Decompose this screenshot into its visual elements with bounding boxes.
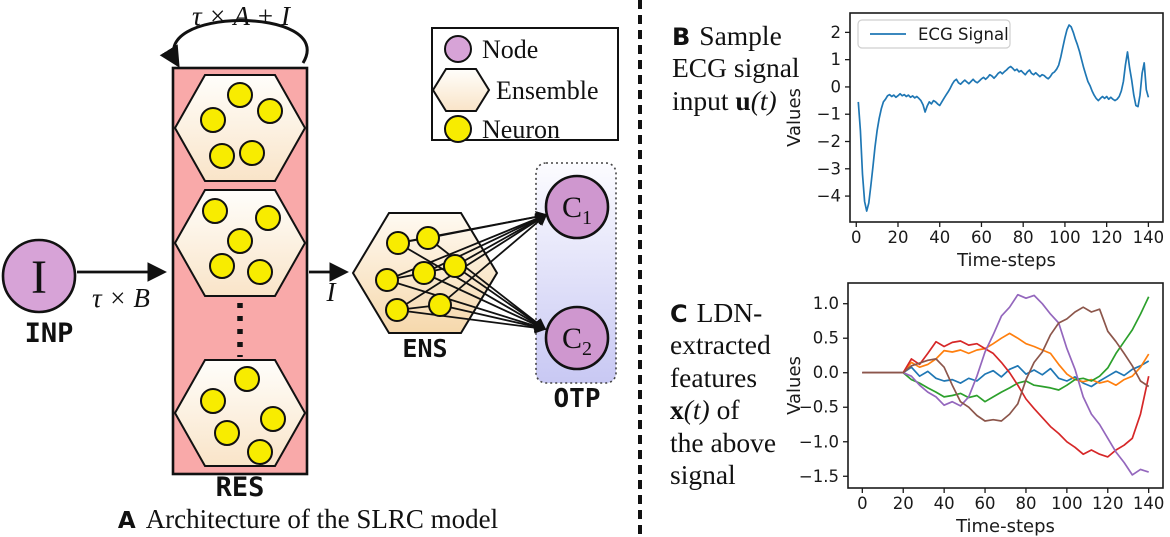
y-axis-label: Values	[784, 88, 805, 147]
neuron	[257, 98, 283, 124]
x-axis-label: Time-steps	[955, 516, 1055, 537]
identity-label: I	[326, 277, 338, 307]
panel-c-letter: C	[670, 300, 688, 328]
inp-node	[1, 238, 77, 314]
legend-node-icon	[444, 35, 472, 63]
neuron	[209, 253, 235, 279]
neuron	[386, 231, 410, 255]
series-feature-4	[862, 340, 1150, 458]
series-feature-6	[862, 306, 1150, 422]
neuron	[428, 293, 452, 317]
x-tick-label: 60	[975, 494, 996, 513]
legend-neuron-label: Neuron	[482, 115, 560, 144]
neuron	[416, 226, 440, 250]
neuron	[227, 228, 253, 254]
series-feature-5	[862, 293, 1149, 476]
panel-b-letter: B	[672, 23, 691, 51]
x-tick-label: 0	[851, 228, 862, 247]
neuron	[239, 140, 265, 166]
neuron	[247, 259, 273, 285]
y-tick-label: 2	[831, 23, 842, 42]
y-tick-label: −2	[817, 132, 841, 151]
neuron	[385, 298, 409, 322]
legend-ensemble-label: Ensemble	[496, 76, 599, 105]
legend-neuron-icon	[444, 115, 472, 143]
neuron	[227, 82, 253, 108]
inp-label: INP	[25, 318, 74, 349]
y-tick-label: −1.0	[799, 432, 839, 451]
c1-label: C1	[562, 191, 592, 229]
y-tick-label: −3	[817, 159, 841, 178]
x-tick-label: 60	[971, 228, 992, 247]
neuron	[412, 261, 436, 285]
recurrent-weight-label: τ × A + I	[192, 1, 292, 31]
series-feature-3	[862, 296, 1150, 403]
y-tick-label: −1	[817, 105, 841, 124]
x-tick-label: 40	[929, 228, 950, 247]
x-tick-label: 100	[1049, 228, 1081, 247]
c2-node	[544, 305, 610, 371]
ldn-features-plot: 0 20 40 60 80 100 120 140 1.0 0.5 0.0 −0.5 −1.0 −1.5T…	[784, 282, 1165, 537]
neuron	[200, 107, 226, 133]
x-tick-label: 80	[1015, 494, 1036, 513]
y-tick-label: −4	[817, 187, 841, 206]
x-tick-label: 80	[1013, 228, 1034, 247]
neuron	[209, 143, 235, 169]
neuron	[200, 388, 226, 414]
c1-node	[544, 174, 610, 240]
neuron	[202, 198, 228, 224]
ens-label: ENS	[402, 334, 447, 363]
x-tick-label: 140	[1133, 228, 1165, 247]
x-tick-label: 100	[1051, 494, 1083, 513]
y-tick-label: −0.5	[799, 398, 839, 417]
y-tick-label: 0.0	[813, 363, 839, 382]
x-tick-label: 20	[893, 494, 914, 513]
y-tick-label: 0	[831, 77, 842, 96]
neuron	[214, 420, 240, 446]
neuron	[375, 268, 399, 292]
recurrent-loop-arrow	[159, 19, 309, 68]
neuron	[255, 205, 281, 231]
series-ecg-signal	[857, 24, 1150, 212]
res-label: RES	[216, 472, 265, 503]
x-tick-label: 20	[887, 228, 908, 247]
y-tick-label: 0.5	[813, 329, 839, 348]
panel-divider	[638, 0, 642, 537]
neuron	[260, 406, 286, 432]
inp-symbol: I	[31, 251, 47, 304]
x-tick-label: 120	[1091, 228, 1123, 247]
y-tick-label: −1.5	[799, 467, 839, 486]
otp-label: OTP	[554, 384, 601, 414]
legend-box	[857, 19, 1011, 49]
x-tick-label: 40	[934, 494, 955, 513]
x-tick-label: 0	[857, 494, 868, 513]
ensemble-hexagon	[173, 359, 307, 467]
c2-label: C2	[562, 322, 592, 360]
legend-ensemble-icon	[431, 68, 491, 112]
legend-label: ECG Signal	[918, 25, 1009, 44]
series-feature-2	[862, 332, 1150, 387]
x-axis-label: Time-steps	[956, 250, 1056, 270]
y-axis-label: Values	[784, 356, 805, 415]
neuron	[234, 366, 260, 392]
series-feature-1	[862, 360, 1150, 388]
legend-node-label: Node	[482, 35, 538, 64]
x-tick-label: 120	[1092, 494, 1124, 513]
y-tick-label: 1	[831, 50, 842, 69]
plot-area	[847, 282, 1164, 489]
y-tick-label: 1.0	[813, 294, 839, 313]
input-weight-label: τ × B	[92, 283, 150, 313]
x-tick-label: 140	[1133, 494, 1165, 513]
neuron	[247, 439, 273, 465]
panel-a-diagram: τ × A + I I INP τ × B	[1, 1, 619, 534]
neuron	[443, 254, 467, 278]
